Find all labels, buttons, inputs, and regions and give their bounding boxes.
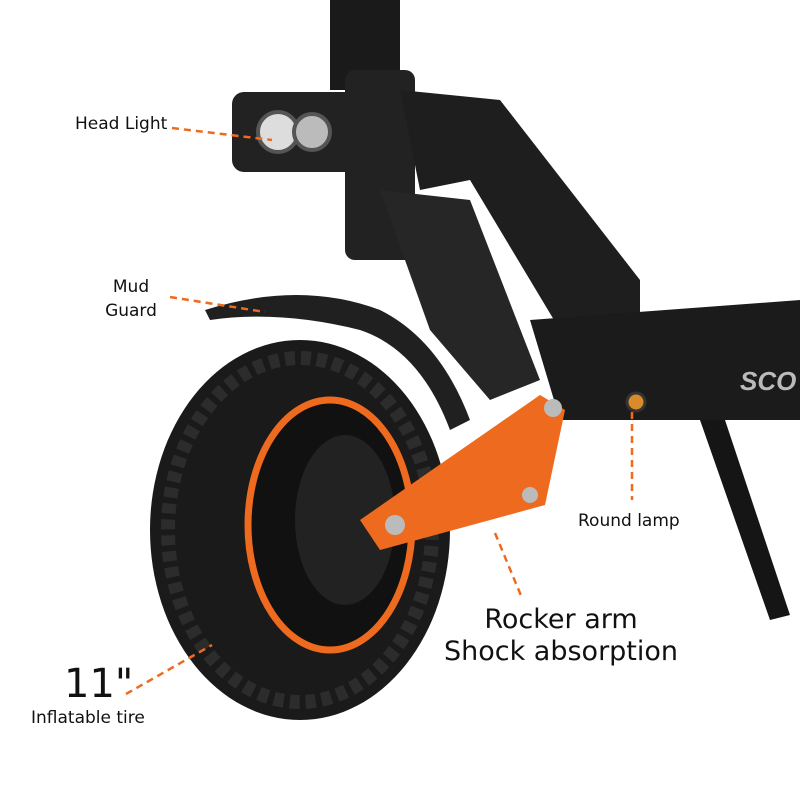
frame-arm (400, 90, 640, 330)
tire-type-label: Inflatable tire (31, 708, 145, 728)
mud-guard (205, 295, 470, 430)
tire-size-label: 11" (64, 661, 134, 707)
kickstand (700, 420, 790, 620)
head-light-leader (171, 126, 273, 142)
deck (530, 300, 800, 420)
mud-guard-label: Mud Guard (100, 275, 162, 323)
mud-guard-label-line1: Mud (112, 277, 150, 297)
fork (380, 190, 540, 400)
mud-guard-leader (169, 295, 266, 314)
head-light-label: Head Light (75, 114, 168, 134)
rocker-arm-label-line1: Rocker arm (484, 604, 638, 635)
rocker-arm-label-line2: Shock absorption (443, 636, 679, 667)
round-lamp (625, 391, 647, 413)
rocker-arm-label: Rocker arm Shock absorption (440, 604, 682, 668)
tire-leader (125, 643, 213, 696)
rocker-arm (360, 395, 565, 550)
mud-guard-label-line2: Guard (105, 301, 157, 321)
round-lamp-label: Round lamp (578, 511, 680, 531)
deck-logo: SCO (740, 366, 796, 396)
rocker-arm-leader (493, 532, 524, 599)
